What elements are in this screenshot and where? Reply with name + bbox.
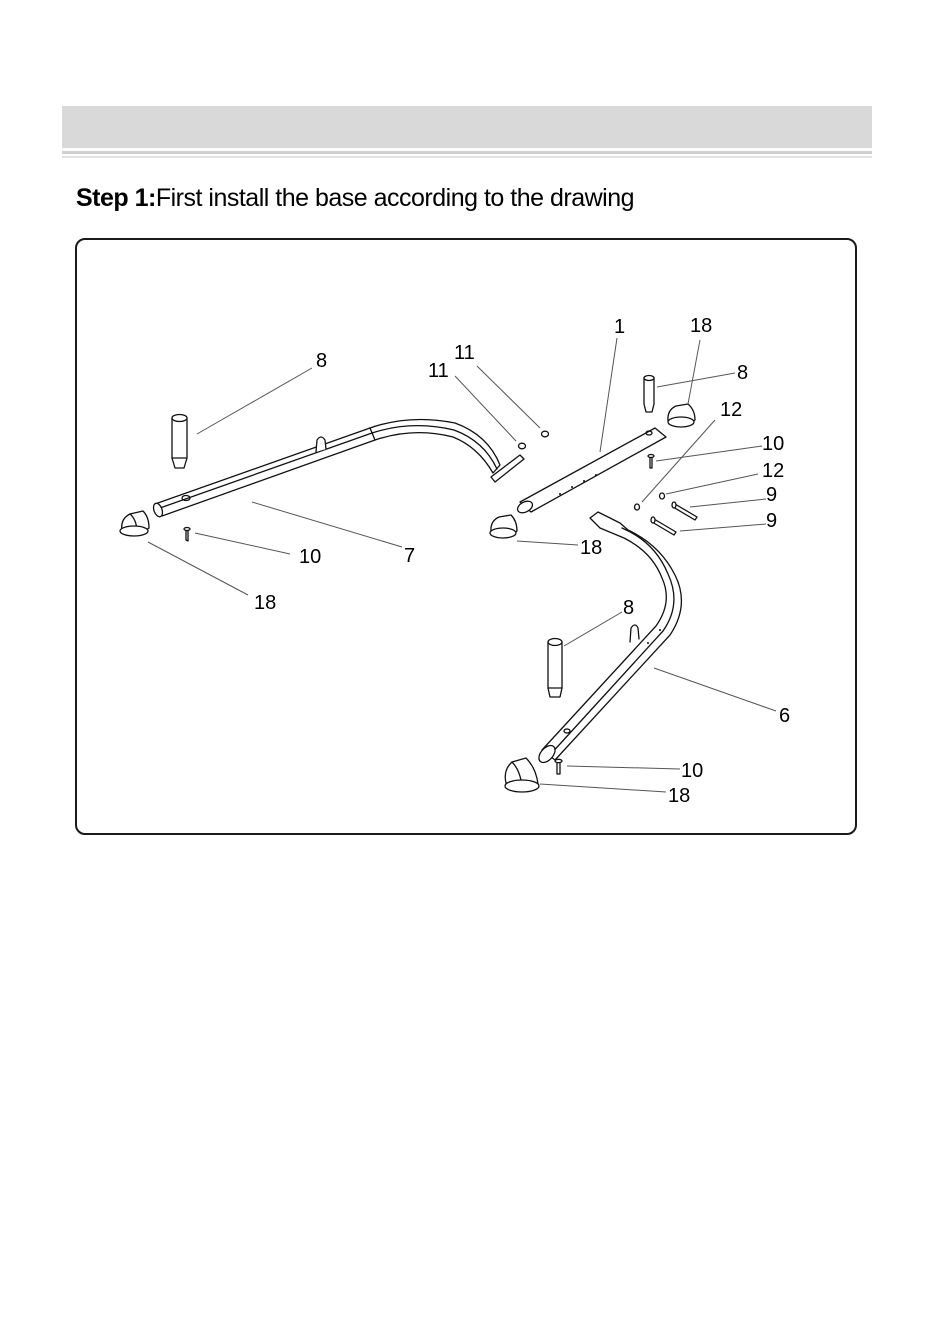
callout-part-10: 10 [762, 433, 784, 455]
right-top-foot-cap [668, 404, 695, 427]
lower-bolt [555, 759, 562, 774]
callout-part-1: 1 [614, 316, 625, 338]
left-foot-cap [120, 511, 149, 536]
lower-foot-cap [505, 758, 539, 792]
right-hardware [635, 455, 698, 536]
callout-part-8: 8 [623, 597, 634, 619]
callout-part-18: 18 [668, 785, 690, 807]
callout-part-9: 9 [766, 510, 777, 532]
callout-part-8: 8 [737, 362, 748, 384]
callout-labels: 1 18 8 12 10 12 9 9 11 11 8 10 7 18 18 8… [254, 315, 790, 807]
callout-part-18: 18 [690, 315, 712, 337]
center-tube [516, 428, 666, 515]
callout-part-12: 12 [762, 460, 784, 482]
right-top-post [644, 376, 654, 413]
callout-part-18: 18 [254, 592, 276, 614]
left-bolt [184, 528, 190, 542]
callout-part-6: 6 [779, 705, 790, 727]
center-foot-cap [490, 515, 517, 538]
callout-part-10: 10 [681, 760, 703, 782]
callout-part-9: 9 [766, 484, 777, 506]
callout-part-7: 7 [404, 545, 415, 567]
left-post [172, 415, 187, 469]
left-base-tube [152, 419, 524, 517]
callout-part-18: 18 [580, 537, 602, 559]
callout-part-10: 10 [299, 546, 321, 568]
callout-part-12: 12 [720, 399, 742, 421]
callout-part-11: 11 [454, 342, 475, 364]
lower-post [548, 639, 562, 698]
callout-part-11: 11 [428, 360, 449, 382]
nuts [519, 431, 549, 449]
callout-part-8: 8 [316, 350, 327, 372]
